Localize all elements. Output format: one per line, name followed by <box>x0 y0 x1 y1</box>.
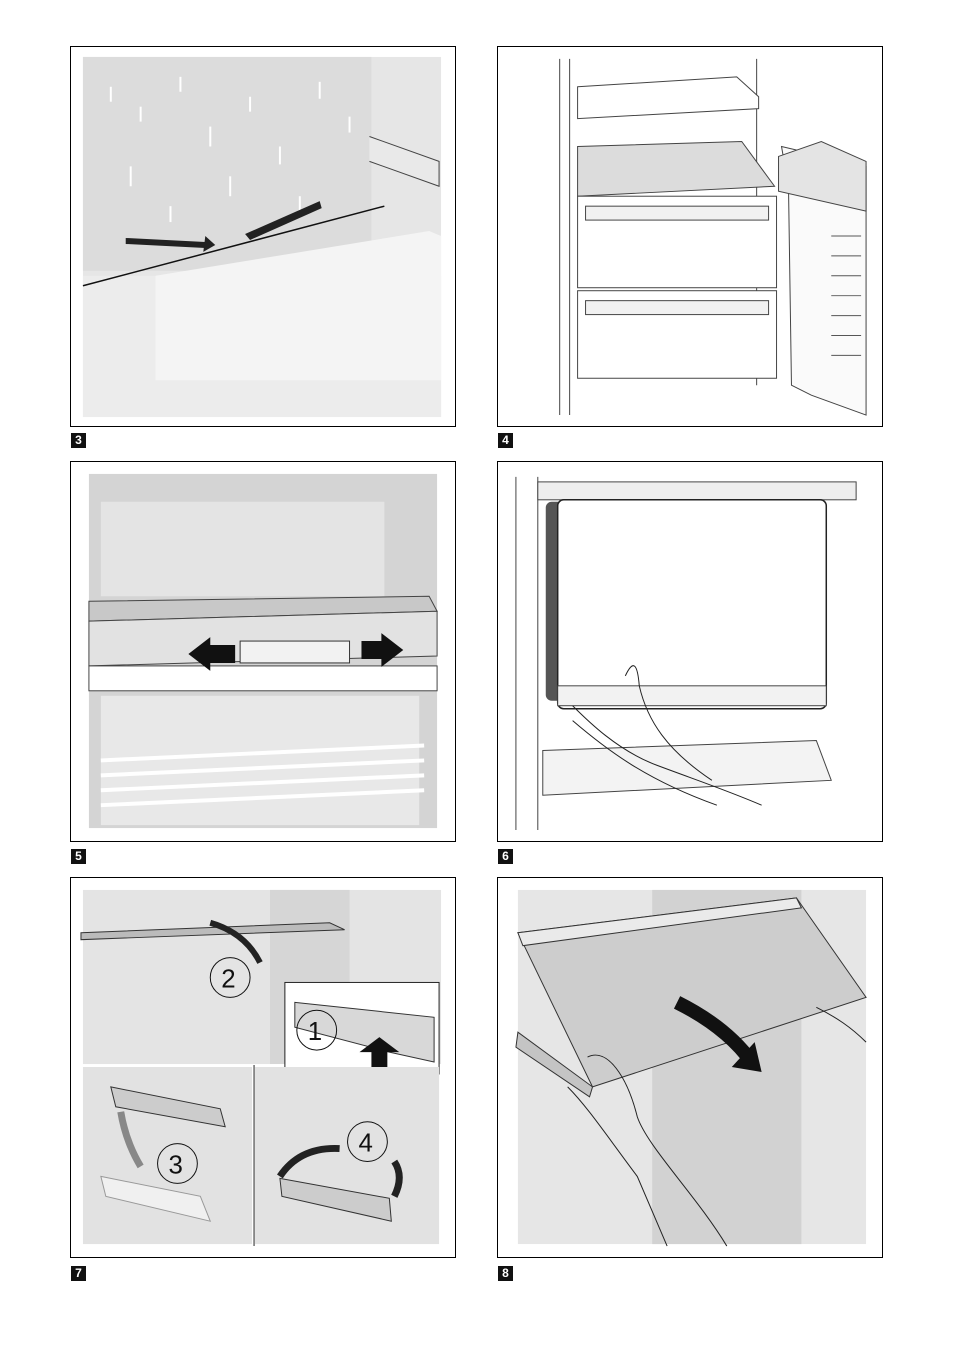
step-2-label: 2 <box>221 965 235 993</box>
shelf-release-tab-illustration <box>71 462 455 841</box>
figure-8-panel <box>497 877 883 1258</box>
figure-7-number: 7 <box>71 1266 86 1281</box>
step-4-label: 4 <box>358 1130 372 1158</box>
glass-shelf-removal-illustration <box>498 878 882 1257</box>
figure-7-panel: 2 1 3 4 <box>70 877 456 1258</box>
step-1-label: 1 <box>308 1018 322 1046</box>
open-fridge-interior-illustration <box>498 47 882 426</box>
figure-6-number: 6 <box>498 849 513 864</box>
figure-5-number: 5 <box>71 849 86 864</box>
figure-5-panel <box>70 461 456 842</box>
step-3-label: 3 <box>168 1151 182 1179</box>
figure-3-panel <box>70 46 456 427</box>
figure-4-panel <box>497 46 883 427</box>
figure-8-number: 8 <box>498 1266 513 1281</box>
removing-drawer-front-illustration <box>498 462 882 841</box>
figure-6-panel <box>497 461 883 842</box>
figure-3-number: 3 <box>71 433 86 448</box>
figure-4-number: 4 <box>498 433 513 448</box>
shelf-bracket-mounting-illustration: 2 1 3 4 <box>71 878 455 1257</box>
fridge-wall-condensation-illustration <box>71 47 455 426</box>
